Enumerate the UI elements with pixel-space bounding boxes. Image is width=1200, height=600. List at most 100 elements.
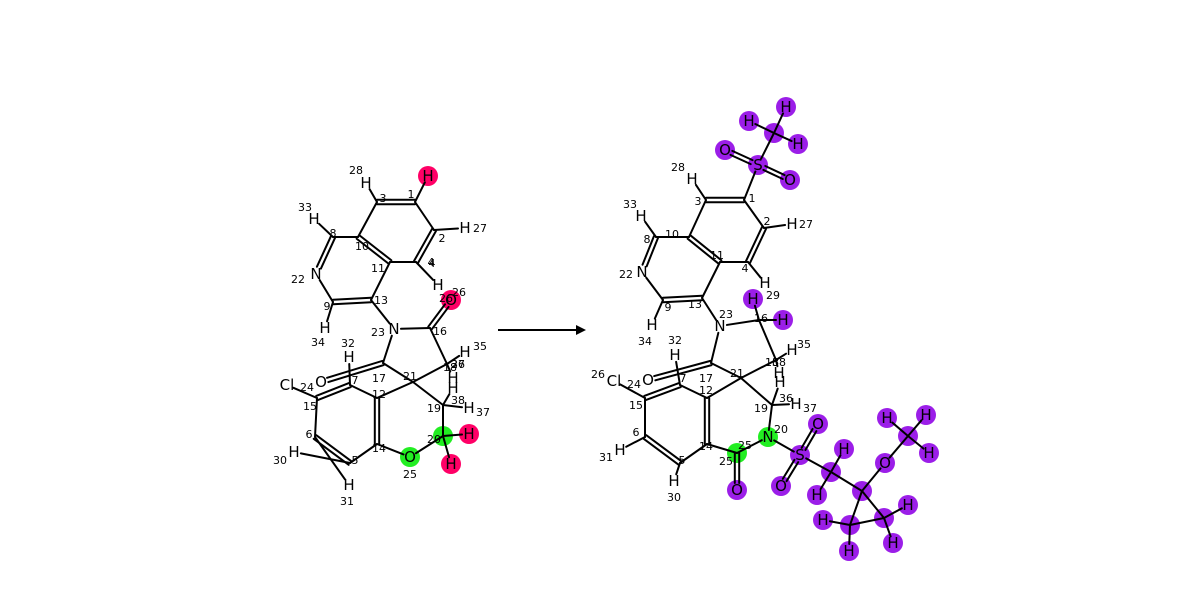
atom-r23-symbol: N [388, 320, 399, 338]
label-rl26: 26 [439, 292, 453, 305]
atom-pMe1h1-symbol: H [743, 112, 754, 130]
bond-r13-r23 [370, 299, 391, 325]
bond-p19-p20 [767, 404, 773, 432]
bond-p6-p31 [625, 436, 646, 448]
bond-r2-r28 [433, 227, 460, 231]
bond-p16-p29 [753, 304, 760, 321]
atom-p25o-symbol: O [731, 481, 743, 499]
bond-r16-r26 [430, 305, 450, 331]
bond-r20-r41 [442, 435, 451, 459]
atom-pS2o1-symbol: O [812, 415, 824, 433]
highlight-pCp2h1 [898, 495, 918, 515]
bond-p7-p15 [643, 381, 681, 397]
atom-p19-index: 19 [754, 402, 768, 415]
atom-pCp1h1-symbol: H [817, 511, 828, 529]
atom-r31-symbol: H [288, 443, 299, 461]
atom-pCah1-symbol: H [838, 440, 849, 458]
atom-r19-index: 19 [427, 402, 441, 415]
bond-pMe2-pMe2h2 [907, 419, 923, 437]
atom-p29-symbol: H [747, 290, 758, 308]
atom-r35-index: 34 [311, 336, 325, 349]
highlight-pMe1h3 [788, 134, 808, 154]
bond-p15-p24 [619, 383, 646, 399]
atom-pS1o1-symbol: O [719, 141, 731, 159]
bond-r7-r33 [348, 362, 351, 386]
atom-p1-index: 1 [749, 192, 756, 205]
atom-r21-index: 21 [403, 370, 417, 383]
bond-r12-r7 [349, 384, 378, 399]
atom-r29-index: 28 [349, 164, 363, 177]
bond-p8-p33 [644, 220, 657, 238]
bond-p18-p21 [740, 359, 777, 379]
atom-r5-index: 5 [352, 454, 359, 467]
atom-p9-index: 9 [665, 301, 672, 314]
atom-p33-index: 33 [623, 198, 637, 211]
bond-r10-r11 [355, 237, 390, 265]
atom-p36-symbol: H [774, 373, 785, 391]
bond-pCq-pCp2 [861, 490, 885, 519]
highlight-pCah2 [807, 485, 827, 505]
bond-pMe2-pMe2h3 [907, 435, 925, 450]
bond-p18-p35 [775, 352, 788, 361]
atom-p24-index: 24 [627, 378, 641, 391]
bond-r5-r14 [349, 443, 378, 464]
bond-p2-p4 [745, 226, 764, 263]
atom-r11-index: 11 [371, 262, 385, 275]
atom-r16-index: 16 [433, 325, 447, 338]
bond-pS2-pS2o1 [804, 430, 818, 452]
atom-pS1o2-symbol: O [784, 171, 796, 189]
atom-r41-symbol: H [445, 455, 456, 473]
atom-p26-symbol: O [642, 371, 654, 389]
atom-r17-index: 17 [372, 372, 386, 385]
bond-r16-r18 [429, 327, 448, 365]
bond-pS1-pMe1 [760, 132, 775, 160]
bond-r18-r36 [446, 354, 461, 365]
bond-pCa-pCq [830, 471, 863, 492]
bond-pS1-pS1o1-second [729, 153, 752, 166]
bond-r16-r26-second [427, 303, 447, 328]
atom-p34-symbol: H [646, 316, 657, 334]
bond-pMe1-pMe1h3 [773, 132, 793, 143]
atom-p35-symbol: H [786, 341, 797, 359]
atom-p5-index: 5 [679, 454, 686, 467]
atom-r1-index: 1 [408, 188, 415, 201]
bond-p16-p18 [758, 319, 777, 361]
atom-p29-index: 29 [766, 289, 780, 302]
bond-r3-r29 [368, 188, 378, 203]
atom-pS2-symbol: S [795, 446, 805, 464]
atom-r30-symbol: H [422, 167, 433, 185]
atom-labels: 123456789101112131415161718192021N22N23C… [273, 98, 935, 560]
bond-r22-r9 [318, 278, 334, 303]
highlight-pMe1h2 [776, 97, 796, 117]
atom-r9-index: 9 [324, 300, 331, 313]
atom-p34-index: 34 [638, 335, 652, 348]
atom-p6-index: 6 [633, 426, 640, 439]
bond-r1-r2 [414, 201, 435, 231]
atom-r28-symbol: H [459, 219, 470, 237]
bond-p21-p12 [706, 377, 742, 399]
highlight-pCah1 [834, 439, 854, 459]
atom-r36-index: 35 [473, 340, 487, 353]
atom-p11-index: 11 [710, 249, 724, 262]
atom-p14-index: 14 [699, 440, 713, 453]
bond-p5-p14 [679, 443, 708, 464]
arrow-head-icon [576, 325, 586, 335]
atom-p16-index: 16 [754, 312, 768, 325]
bond-pOm-pMe2 [888, 435, 909, 459]
bond-r19-r38 [442, 404, 464, 409]
atom-r38-index: 37 [476, 406, 490, 419]
bond-pMe2-pMe2h1 [891, 421, 909, 437]
highlight-p16h [773, 310, 793, 330]
highlight-pCp2h2 [883, 533, 903, 553]
bond-p4-p4h [747, 261, 762, 279]
bond-p22-p9 [645, 276, 664, 301]
bond-r7-r15 [315, 381, 351, 397]
bond-p13-p11 [701, 261, 721, 299]
bond-pS1-pS1o2-second [764, 164, 786, 177]
bond-p20-p25 [736, 439, 763, 454]
atom-p15-index: 15 [629, 399, 643, 412]
atom-p31-symbol: H [614, 441, 625, 459]
bond-p9-p13 [662, 299, 704, 304]
atom-r33-index: 32 [341, 337, 355, 350]
atom-r32-symbol: H [343, 476, 354, 494]
